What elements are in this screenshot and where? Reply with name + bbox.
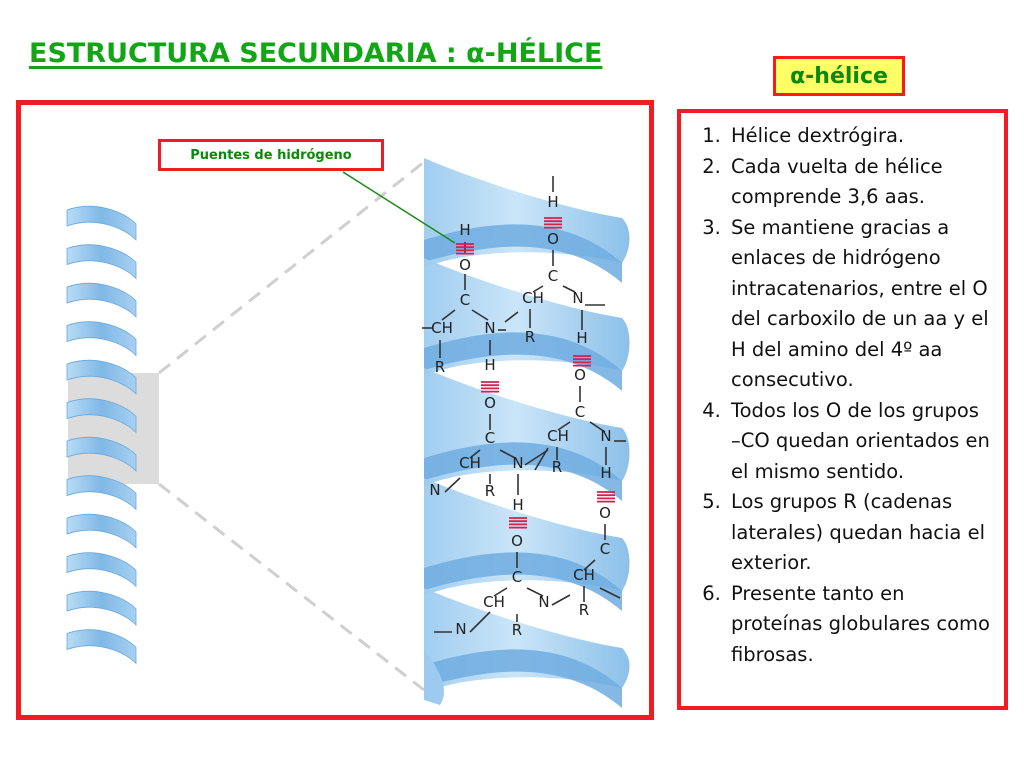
atom-label: R	[552, 458, 562, 476]
atom-label: H	[512, 496, 523, 514]
atom-label: R	[485, 482, 495, 500]
large-helix-ribbon	[424, 158, 630, 708]
atom-label: R	[525, 328, 535, 346]
small-helix-turn	[66, 282, 137, 319]
zoom-line-top	[158, 160, 425, 375]
bond-line	[557, 421, 571, 431]
atom-label: H	[576, 329, 587, 347]
small-helix-turn	[66, 475, 137, 511]
backbone-bonds	[422, 176, 626, 633]
atom-label: C	[512, 568, 522, 586]
atom-label: H	[484, 356, 495, 374]
bond-line	[469, 449, 481, 459]
property-item: Hélice dextrógira.	[727, 121, 994, 152]
large-helix-band	[424, 224, 622, 283]
bond-line	[441, 309, 456, 321]
zoom-line-bottom	[158, 482, 425, 692]
atom-label: H	[600, 464, 611, 482]
bond-line	[504, 311, 519, 323]
small-helix-turn	[66, 436, 137, 473]
atom-label: CH	[483, 593, 505, 611]
bond-line	[534, 447, 549, 471]
atom-label: R	[512, 621, 522, 639]
atom-label: C	[575, 403, 585, 421]
bond-line	[551, 594, 571, 606]
bond-line	[589, 421, 606, 433]
atom-label: O	[599, 504, 611, 522]
atom-label: O	[511, 532, 523, 550]
atom-label: C	[548, 267, 558, 285]
large-helix-band	[424, 332, 622, 391]
atom-label: O	[459, 256, 471, 274]
bond-line	[583, 559, 596, 571]
atom-label: CH	[547, 427, 569, 445]
atom-label: CH	[459, 454, 481, 472]
bond-line	[499, 449, 516, 459]
property-item: Cada vuelta de hélice comprende 3,6 aas.	[727, 152, 994, 213]
atom-label: C	[600, 540, 610, 558]
properties-list: Hélice dextrógira. Cada vuelta de hélice…	[681, 113, 1004, 670]
zoom-region-highlight	[68, 373, 159, 484]
atom-label: O	[547, 230, 559, 248]
property-item: Se mantiene gracias a enlaces de hidróge…	[727, 213, 994, 396]
bond-line	[469, 611, 491, 633]
bond-line	[493, 587, 508, 597]
atom-label: N	[572, 289, 583, 307]
atom-label: H	[547, 193, 558, 211]
large-helix-band	[424, 442, 622, 501]
atom-label: N	[484, 319, 495, 337]
bond-line	[471, 309, 489, 321]
atom-label: CH	[522, 289, 544, 307]
hydrogen-bond-marks	[456, 217, 615, 529]
atom-label: N	[455, 620, 466, 638]
large-helix-tail	[424, 650, 445, 705]
bond-line	[526, 587, 544, 597]
atom-label: N	[600, 427, 611, 445]
atom-label: O	[574, 366, 586, 384]
atom-label: N	[429, 481, 440, 499]
large-helix-band	[424, 649, 622, 708]
small-helix-turn	[66, 359, 137, 396]
alpha-helix-badge: α-hélice	[773, 56, 905, 96]
bond-line	[444, 477, 461, 493]
small-helix-turn	[66, 321, 137, 357]
small-helix-turn	[66, 552, 137, 588]
bond-line	[524, 449, 549, 466]
atom-label: R	[579, 601, 589, 619]
atom-label: C	[460, 291, 470, 309]
small-helix-turn	[66, 244, 137, 280]
atom-label: C	[485, 429, 495, 447]
callout-line	[342, 171, 456, 244]
atom-label: R	[435, 358, 445, 376]
small-helix-ribbon	[66, 205, 137, 665]
small-helix-turn	[66, 629, 137, 665]
bond-line	[532, 285, 544, 293]
hydrogen-bonds-label: Puentes de hidrógeno	[158, 139, 384, 171]
property-item: Todos los O de los grupos –CO quedan ori…	[727, 396, 994, 488]
atom-label: CH	[431, 319, 453, 337]
property-item: Presente tanto en proteínas globulares c…	[727, 579, 994, 671]
properties-box: Hélice dextrógira. Cada vuelta de hélice…	[677, 109, 1008, 710]
slide-title: ESTRUCTURA SECUNDARIA : α-HÉLICE	[29, 38, 603, 69]
atom-label: O	[484, 394, 496, 412]
property-item: Los grupos R (cadenas laterales) quedan …	[727, 487, 994, 579]
atom-label: CH	[573, 566, 595, 584]
small-helix-turn	[66, 590, 137, 627]
bond-line	[599, 587, 621, 599]
small-helix-turn	[66, 398, 137, 434]
atom-label: N	[512, 454, 523, 472]
atom-label: H	[459, 221, 470, 239]
large-helix-band	[424, 552, 622, 611]
small-helix-turn	[66, 513, 137, 550]
small-helix-turn	[66, 205, 137, 242]
bond-line	[562, 285, 576, 293]
atom-label: N	[538, 593, 549, 611]
